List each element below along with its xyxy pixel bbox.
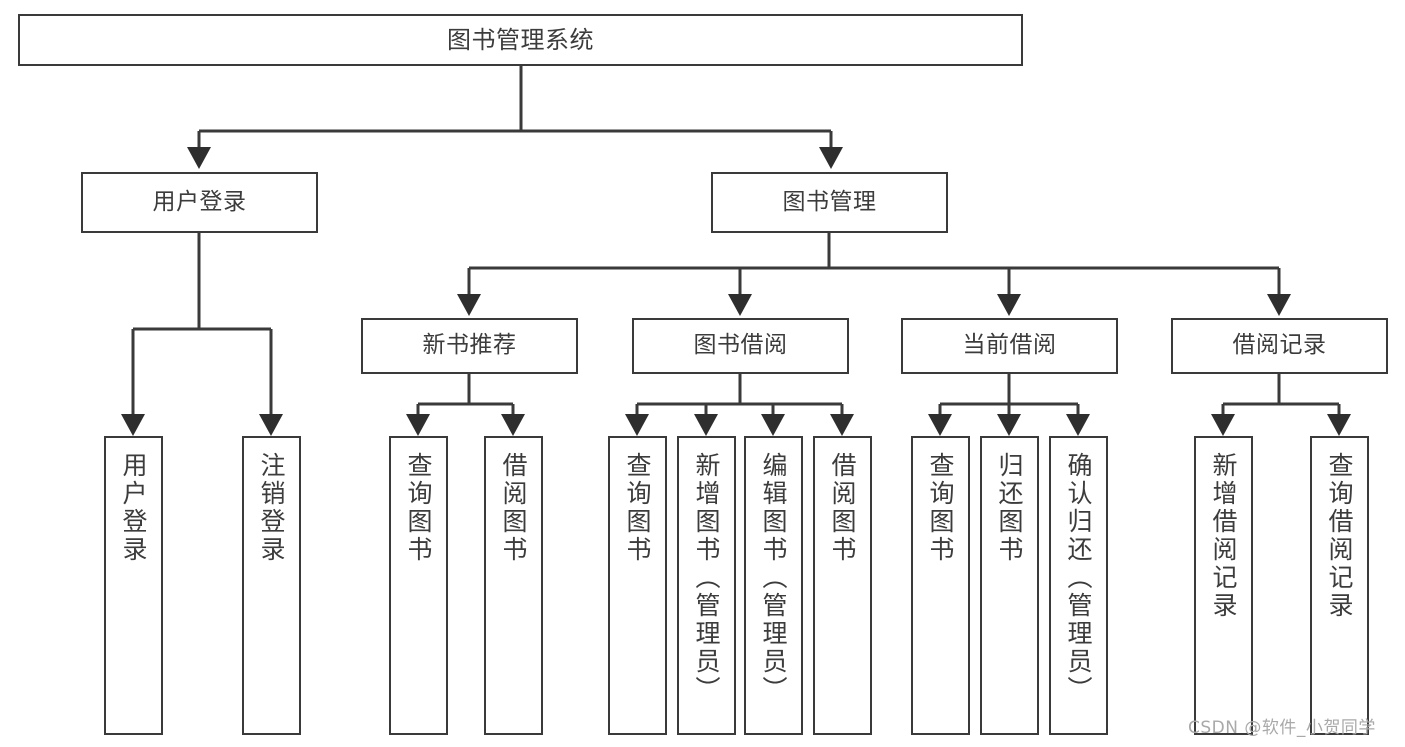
node-leaf-add-borrow-record-label: 新增借阅记录 xyxy=(1209,452,1238,620)
node-root[interactable]: 图书管理系统 xyxy=(18,14,1023,66)
node-leaf-edit-book[interactable]: 编辑图书（管理员） xyxy=(744,436,803,735)
node-new-book-recommend-label: 新书推荐 xyxy=(422,332,517,359)
node-leaf-query-book-1-label: 查询图书 xyxy=(404,452,433,564)
node-book-borrow-label: 图书借阅 xyxy=(693,332,788,359)
node-leaf-query-book-3-label: 查询图书 xyxy=(926,452,955,564)
csdn-watermark: CSDN @软件_小贺同学 xyxy=(1188,718,1376,738)
node-leaf-add-book-label: 新增图书（管理员） xyxy=(692,452,721,704)
node-leaf-borrow-book-2-label: 借阅图书 xyxy=(828,452,857,564)
node-user-login-label: 用户登录 xyxy=(152,188,247,215)
node-leaf-query-book-2-label: 查询图书 xyxy=(623,452,652,564)
node-leaf-add-borrow-record[interactable]: 新增借阅记录 xyxy=(1194,436,1253,735)
node-borrow-record[interactable]: 借阅记录 xyxy=(1171,318,1388,374)
node-leaf-return-book-label: 归还图书 xyxy=(995,452,1024,564)
node-leaf-query-borrow-record-label: 查询借阅记录 xyxy=(1325,452,1354,620)
node-leaf-query-book-2[interactable]: 查询图书 xyxy=(608,436,667,735)
node-borrow-record-label: 借阅记录 xyxy=(1232,332,1327,359)
node-leaf-edit-book-label: 编辑图书（管理员） xyxy=(759,452,788,704)
node-book-management[interactable]: 图书管理 xyxy=(711,172,948,233)
node-leaf-query-borrow-record[interactable]: 查询借阅记录 xyxy=(1310,436,1369,735)
node-leaf-logout-login[interactable]: 注销登录 xyxy=(242,436,301,735)
node-leaf-query-book-1[interactable]: 查询图书 xyxy=(389,436,448,735)
node-leaf-borrow-book-1-label: 借阅图书 xyxy=(499,452,528,564)
node-new-book-recommend[interactable]: 新书推荐 xyxy=(361,318,578,374)
node-leaf-logout-login-label: 注销登录 xyxy=(257,452,286,564)
node-book-management-label: 图书管理 xyxy=(782,188,877,215)
node-book-borrow[interactable]: 图书借阅 xyxy=(632,318,849,374)
node-leaf-return-book[interactable]: 归还图书 xyxy=(980,436,1039,735)
node-root-label: 图书管理系统 xyxy=(447,25,594,54)
node-leaf-confirm-return[interactable]: 确认归还（管理员） xyxy=(1049,436,1108,735)
node-current-borrow-label: 当前借阅 xyxy=(962,332,1057,359)
node-user-login[interactable]: 用户登录 xyxy=(81,172,318,233)
node-leaf-user-login-label: 用户登录 xyxy=(119,452,148,564)
node-leaf-add-book[interactable]: 新增图书（管理员） xyxy=(677,436,736,735)
node-leaf-confirm-return-label: 确认归还（管理员） xyxy=(1064,452,1093,704)
node-leaf-query-book-3[interactable]: 查询图书 xyxy=(911,436,970,735)
node-leaf-borrow-book-2[interactable]: 借阅图书 xyxy=(813,436,872,735)
node-leaf-user-login[interactable]: 用户登录 xyxy=(104,436,163,735)
node-current-borrow[interactable]: 当前借阅 xyxy=(901,318,1118,374)
node-leaf-borrow-book-1[interactable]: 借阅图书 xyxy=(484,436,543,735)
